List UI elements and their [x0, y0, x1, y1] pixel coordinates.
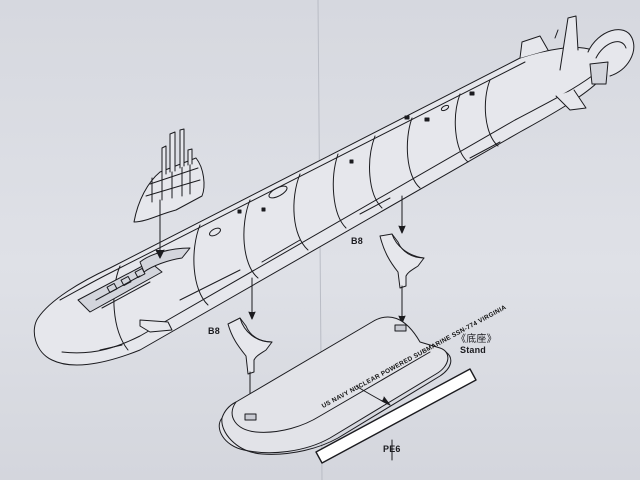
tail-section [519, 15, 635, 111]
nameplate-pe6 [315, 368, 477, 464]
submarine-hull [33, 15, 635, 366]
part-label-pe6: PE6 [383, 444, 401, 454]
stand-label-chinese: 《底座》 [456, 334, 497, 345]
bow-plane [139, 319, 173, 333]
display-base [218, 316, 452, 461]
forward-deck-details [77, 247, 191, 313]
part-label-b8-lower: B8 [208, 326, 220, 336]
stand-label: Stand [460, 345, 487, 355]
stand-cradle-rear [379, 195, 425, 324]
submarine-sail [133, 128, 205, 259]
part-label-b8-upper: B8 [351, 236, 363, 246]
